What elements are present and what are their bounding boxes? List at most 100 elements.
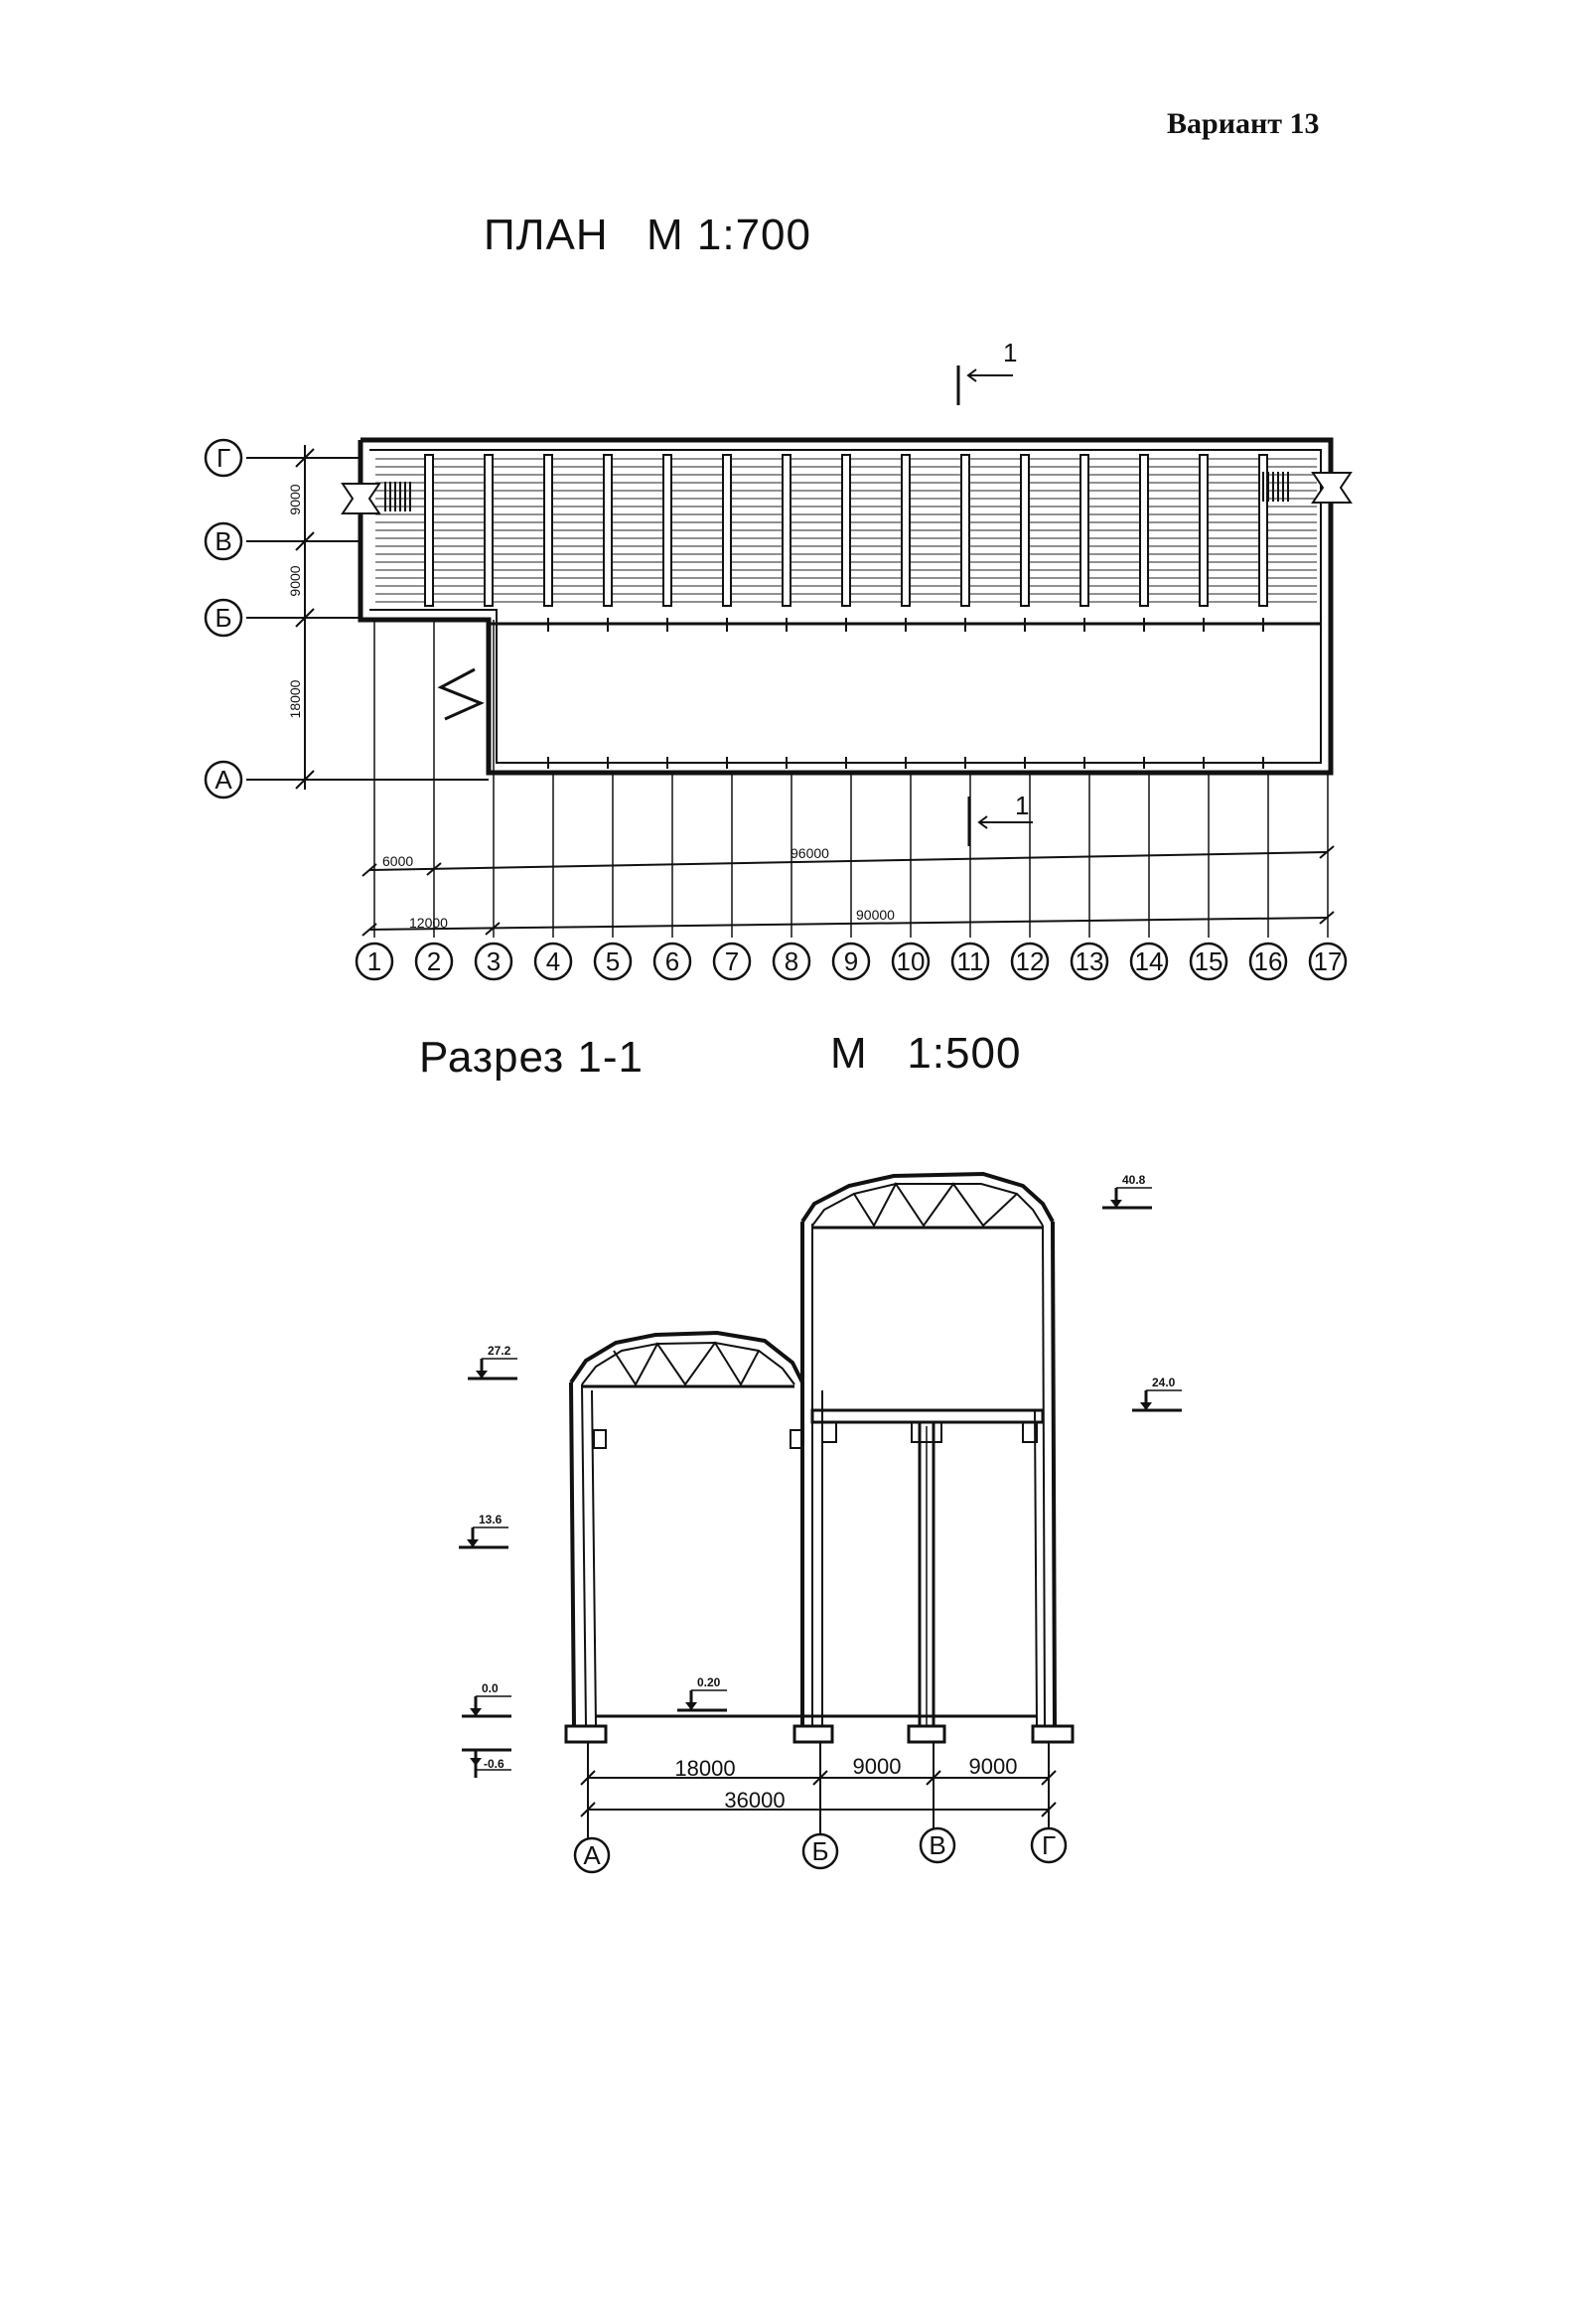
column-axis-label: 3 [487, 946, 501, 976]
frame-member [424, 454, 434, 607]
frame-member [1139, 454, 1149, 607]
section-mark-top [956, 365, 1013, 405]
frame-member [1079, 454, 1089, 607]
row-dim-2: 9000 [287, 565, 303, 596]
column-axis-label: 7 [725, 946, 739, 976]
col-dim-90000: 90000 [856, 907, 895, 923]
row-axis-a: А [215, 765, 232, 795]
frame-member [960, 454, 970, 607]
low-bay-truss [613, 1341, 760, 1387]
column-axis-bubble [1129, 942, 1169, 981]
span-dim-1: 18000 [674, 1756, 735, 1781]
column-axis-label: 8 [785, 946, 798, 976]
column-axis-label: 17 [1314, 946, 1343, 976]
foundation-b [792, 1724, 834, 1744]
plan-title: ПЛАН [484, 211, 609, 259]
column-axis-bubble [712, 942, 752, 981]
column-axis-label: 4 [546, 946, 560, 976]
high-bay-truss [853, 1182, 1018, 1229]
column-axis-label: 13 [1076, 946, 1104, 976]
section-mark-top-label: 1 [1003, 338, 1017, 367]
column-axis-label: 12 [1016, 946, 1045, 976]
row-dim-1: 9000 [287, 484, 303, 514]
column-axis-label: 11 [957, 946, 984, 976]
row-axis-b: Б [215, 603, 231, 633]
column-axis-bubble [1070, 942, 1109, 981]
column-axis-label: 15 [1195, 946, 1223, 976]
section-axis-v: В [929, 1830, 945, 1860]
foundation-g [1031, 1724, 1075, 1744]
column-axis-label: 16 [1254, 946, 1283, 976]
column-axis-label: 10 [897, 946, 926, 976]
column-axis-label: 2 [427, 946, 441, 976]
high-bay-roof [800, 1171, 1055, 1224]
span-dim-3: 9000 [969, 1754, 1018, 1779]
variant-label: Вариант 13 [1167, 107, 1320, 140]
elev-27-2: 27.2 [488, 1344, 511, 1358]
row-axis-v: В [215, 526, 231, 556]
frame-member [1020, 454, 1030, 607]
column-axis-bubble [355, 942, 394, 981]
column-axis-bubble [414, 942, 454, 981]
section-scale: М 1:500 [830, 1029, 1022, 1078]
high-bay-floor-slab [810, 1408, 1045, 1424]
frame-member [782, 454, 791, 607]
column-axis-label: 5 [606, 946, 620, 976]
span-dim-2: 9000 [853, 1754, 902, 1779]
plan-inner-wall [369, 449, 1322, 764]
column-axis-bubble [1248, 942, 1288, 981]
total-dim: 36000 [724, 1788, 785, 1813]
column-axis-bubble [474, 942, 513, 981]
column-axis-bubble [593, 942, 633, 981]
stair-right [1311, 472, 1353, 504]
frame-member [662, 454, 672, 607]
frame-member [1199, 454, 1209, 607]
elev-0-20: 0.20 [697, 1675, 721, 1689]
column-axis-label: 14 [1135, 946, 1164, 976]
plan-scale: М 1:700 [647, 211, 811, 259]
col-dim-12000: 12000 [409, 915, 448, 931]
section-mark-bottom-label: 1 [1015, 791, 1029, 820]
frame-member [543, 454, 553, 607]
row-axis-g: Г [216, 443, 230, 473]
plan-outer-wall [358, 437, 1334, 776]
column-axis-label: 6 [665, 946, 679, 976]
elev-40-8: 40.8 [1122, 1173, 1146, 1187]
column-axis-label: 1 [367, 946, 381, 976]
frame-member [1258, 454, 1268, 607]
col-dim-96000: 96000 [791, 845, 829, 861]
frame-member [901, 454, 911, 607]
break-line [437, 667, 485, 721]
stair-left [341, 483, 381, 514]
frame-member [603, 454, 613, 607]
frame-member [722, 454, 732, 607]
stair-hatch [384, 472, 1289, 511]
frame-member [484, 454, 494, 607]
column-axis-bubble [652, 942, 692, 981]
low-bay-roof [569, 1330, 804, 1384]
column-axis-bubble [772, 942, 811, 981]
frame-member [841, 454, 851, 607]
section-mark-bottom [967, 797, 1033, 846]
elev-minus-0-6: -0.6 [484, 1757, 504, 1771]
column-axis-label: 9 [844, 946, 858, 976]
section-axis-g: Г [1042, 1830, 1056, 1860]
section-axis-a: А [583, 1840, 601, 1870]
floor-plan-drawing: 1 1 Г В Б А 9000 9000 18000 [204, 338, 1353, 981]
elev-0-0: 0.0 [482, 1681, 499, 1695]
elev-13-6: 13.6 [479, 1513, 503, 1526]
section-drawing: 40.8 27.2 24.0 13.6 0.20 0.0 -0.6 18000 … [459, 1171, 1182, 1874]
column-axis-bubble [1010, 942, 1050, 981]
foundation-a [564, 1724, 608, 1744]
column-axis-bubble [950, 942, 990, 981]
foundation-v [907, 1724, 946, 1744]
row-dim-3: 18000 [287, 679, 303, 718]
column-axis-bubble [1189, 942, 1228, 981]
section-axis-b: Б [811, 1836, 828, 1866]
column-axis-bubble [831, 942, 871, 981]
section-title: Разрез 1-1 [419, 1033, 645, 1082]
col-dim-6000: 6000 [382, 853, 413, 869]
elev-24-0: 24.0 [1152, 1376, 1176, 1389]
column-axis-bubble [891, 942, 931, 981]
column-axis-bubble [1308, 942, 1348, 981]
